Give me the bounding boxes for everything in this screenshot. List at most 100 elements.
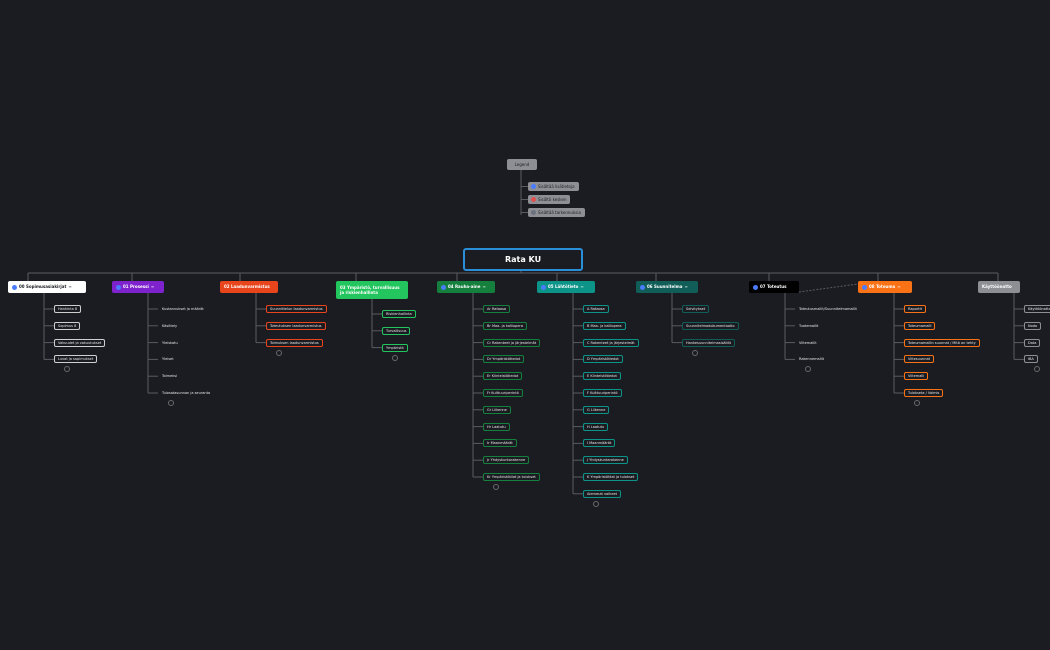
subtopic-label: Ympäristö (386, 345, 404, 350)
subtopic[interactable]: Raportit (904, 305, 927, 313)
subtopic[interactable]: Suunnitelmadokumentaatio (682, 321, 739, 330)
subtopic[interactable]: Gr Liikenne (483, 405, 511, 414)
collapse-toggle-icon[interactable] (276, 349, 282, 356)
subtopic[interactable]: Dr Ympäristötiedot (483, 355, 525, 364)
legend-item-label: Sisältää lisätietoja (538, 184, 575, 189)
subtopic[interactable]: Luvat ja sopimukset (54, 355, 98, 364)
category-topic[interactable]: 03 Ympäristö, turvallisuus ja riskienhal… (336, 281, 408, 299)
subtopic[interactable]: K Ympäristötilat ja tulokset (583, 473, 639, 481)
subtopic[interactable]: Nodo (1024, 321, 1042, 330)
subtopic[interactable]: Rakennemallit (795, 355, 828, 364)
subtopic[interactable]: Vakuudet ja vakuutukset (54, 338, 106, 347)
subtopic[interactable]: Fr Kulttuuriperintö (483, 389, 523, 397)
subtopic[interactable]: IBA (1024, 355, 1038, 364)
subtopic[interactable]: Br Maa- ja kalliopera (483, 321, 527, 330)
subtopic[interactable]: Er Kiinteistötiedot (483, 372, 523, 381)
category-label: 01 Prosessi (123, 284, 149, 289)
subtopic[interactable]: B Maa- ja kalliopera (583, 321, 626, 330)
subtopic[interactable]: Suunnittelun laadunvarmistus (266, 305, 327, 313)
root-topic[interactable]: Rata KU (463, 248, 583, 271)
subtopic-label: Cr Rakenteet ja järjestelmät (487, 340, 537, 345)
legend-item[interactable]: Sisältää tarkennuksia (528, 208, 585, 217)
collapse-toggle-icon[interactable] (493, 484, 499, 490)
subtopic[interactable]: Käsittely (158, 321, 182, 330)
subtopic[interactable]: Ympäristö (382, 343, 408, 352)
subtopic[interactable]: Riskienhallinta (382, 310, 416, 318)
subtopic[interactable]: Käyttöönottotuki (1024, 305, 1050, 313)
subtopic-label: Aiemmat vaiheet (587, 491, 618, 496)
subtopic[interactable]: Hankesuunnitelmasisällöt (682, 338, 735, 347)
subtopic-label: Br Maa- ja kalliopera (487, 323, 523, 328)
subtopic-label: Toimuksen laadunvarmistus (270, 340, 319, 345)
subtopic-label: A Rataosa (587, 307, 605, 311)
collapse-toggle-icon[interactable] (64, 366, 70, 373)
collapse-toggle-icon[interactable] (914, 400, 920, 406)
collapse-toggle-icon[interactable] (692, 349, 698, 356)
category-topic[interactable]: 04 Rauha-aine≡ (437, 281, 495, 293)
subtopic[interactable]: Toteutuksen laadunvarmistus (266, 321, 326, 330)
legend-item[interactable]: Sisältää lisätietoja (528, 182, 579, 191)
collapse-toggle-icon[interactable] (805, 366, 811, 373)
category-topic[interactable]: 01 Prosessi≡ (112, 281, 164, 293)
collapse-toggle-icon[interactable] (392, 354, 398, 361)
subtopic[interactable]: Ar Rataosa (483, 305, 511, 313)
subtopic[interactable]: Toteutusmallit/Suunnitelmamallit (795, 305, 861, 313)
subtopic-label: Toteumamalli (908, 323, 932, 328)
category-topic[interactable]: 02 Laadunvarmistus (220, 281, 278, 293)
category-topic[interactable]: Käyttöönotto (978, 281, 1020, 293)
collapse-toggle-icon[interactable] (1034, 366, 1040, 373)
category-topic[interactable]: 07 Toteutus (749, 281, 799, 293)
category-topic[interactable]: 00 Sopimusasiakirjat≡ (8, 281, 86, 293)
subtopic[interactable]: Tulosatasunnan ja seuranta (158, 389, 215, 397)
subtopic[interactable]: Turvallisuus (382, 326, 411, 335)
subtopic[interactable]: F Kulttuuriperintö (583, 389, 622, 397)
collapse-toggle-icon[interactable] (168, 400, 174, 406)
subtopic[interactable]: Jr Yhdyskuntarakenne (483, 456, 530, 465)
subtopic[interactable]: Hankinta 8 (54, 305, 82, 313)
subtopic-label: Kustannukset ja määrät (162, 307, 204, 311)
legend-title[interactable]: Legend (507, 159, 537, 170)
subtopic[interactable]: Yleiskatu (158, 338, 182, 347)
subtopic[interactable]: Toteumamallin suunnat / Mitä on tehty (904, 338, 980, 347)
subtopic[interactable]: Viitemalli (904, 372, 929, 381)
subtopic[interactable]: Tulokseta / Valmis (904, 389, 944, 397)
subtopic[interactable]: H Laatutu (583, 422, 609, 431)
subtopic[interactable]: A Rataosa (583, 305, 609, 313)
subtopic[interactable]: Cr Rakenteet ja järjestelmät (483, 338, 541, 347)
subtopic[interactable]: Selvitykset (682, 305, 710, 313)
category-topic[interactable]: 05 Lähtötieto≡ (537, 281, 595, 293)
subtopic[interactable]: Yleiset (158, 355, 178, 364)
subtopic[interactable]: Kustannukset ja määrät (158, 305, 208, 313)
subtopic[interactable]: Kr Ympäristötilat ja tulokset (483, 473, 540, 481)
subtopic[interactable]: I Maanmäärät (583, 439, 616, 448)
subtopic-label: Fr Kulttuuriperintö (487, 391, 519, 395)
subtopic[interactable]: Toimuksen laadunvarmistus (266, 338, 323, 347)
subtopic[interactable]: Ir Maanmäärät (483, 439, 517, 448)
subtopic[interactable]: Viitesuunnat (904, 355, 935, 364)
category-topic[interactable]: 06 Suunnitelma≡ (636, 281, 698, 293)
subtopic[interactable]: Hr Laatutu (483, 422, 510, 431)
subtopic[interactable]: Sopimus 8 (54, 321, 81, 330)
subtopic[interactable]: E Kiinteistötiedot (583, 372, 621, 381)
subtopic-label: J Yhdyskuntarakenne (587, 458, 624, 463)
subtopic-label: Viitesuunnat (908, 357, 931, 362)
subtopic[interactable]: G Liikenne (583, 405, 610, 414)
subtopic[interactable]: J Yhdyskuntarakenne (583, 456, 628, 465)
legend-item[interactable]: Sisältö kesken (528, 195, 571, 204)
subtopic[interactable]: Toteumamalli (904, 321, 936, 330)
subtopic-label: Nodo (1028, 323, 1038, 328)
subtopic[interactable]: Aiemmat vaiheet (583, 489, 622, 498)
subtopic-label: C Rakenteet ja järjestelmät (587, 340, 635, 345)
plus-icon (531, 210, 536, 215)
category-topic[interactable]: 08 Toteuma≡ (858, 281, 912, 293)
subtopic[interactable]: D Ympäristötiedot (583, 355, 623, 364)
subtopic[interactable]: Tuotemallit (795, 321, 823, 330)
subtopic[interactable]: Viitemallit (795, 338, 821, 347)
subtopic-label: Luvat ja sopimukset (58, 357, 94, 362)
subtopic-label: D Ympäristötiedot (587, 357, 619, 362)
subtopic[interactable]: Toimeksi (158, 372, 182, 381)
collapse-toggle-icon[interactable] (593, 500, 599, 507)
subtopic[interactable]: C Rakenteet ja järjestelmät (583, 338, 639, 347)
subtopic-label: Hr Laatutu (487, 424, 506, 429)
subtopic[interactable]: Data (1024, 338, 1041, 347)
